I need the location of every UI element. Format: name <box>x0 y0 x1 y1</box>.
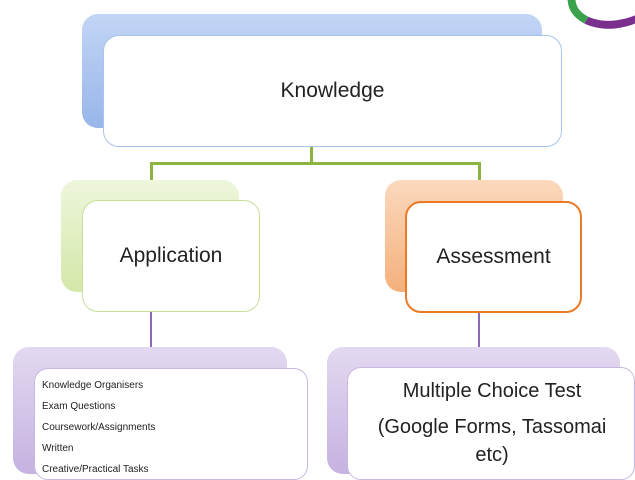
connector-stem <box>310 147 313 164</box>
assessment-leaf-line: Multiple Choice Test <box>402 380 582 402</box>
connector-horizontal <box>150 162 481 165</box>
application-task-list: Knowledge Organisers Exam Questions Cour… <box>42 375 155 480</box>
application-node: Application <box>82 200 260 312</box>
assessment-leaf-line: (Google Forms, Tassomai <box>377 416 607 438</box>
connector-assessment-leaf <box>478 313 480 348</box>
knowledge-label: Knowledge <box>280 79 385 102</box>
application-leaf <box>34 368 308 480</box>
assessment-leaf-text: Multiple Choice Test (Google Forms, Tass… <box>349 377 635 469</box>
knowledge-node: Knowledge <box>103 35 562 147</box>
connector-left-drop <box>150 162 153 181</box>
connector-application-leaf <box>150 312 152 348</box>
assessment-label: Assessment <box>436 245 551 268</box>
assessment-leaf <box>347 367 635 480</box>
list-item: Coursework/Assignments <box>42 422 156 433</box>
assessment-node: Assessment <box>405 201 582 313</box>
corner-decoration <box>561 0 635 38</box>
list-item: Knowledge Organisers <box>42 380 144 391</box>
list-item: Creative/Practical Tasks <box>42 464 149 475</box>
assessment-leaf-line: etc) <box>475 444 509 466</box>
list-item: Exam Questions <box>42 401 116 412</box>
connector-right-drop <box>478 162 481 181</box>
application-label: Application <box>119 244 223 267</box>
list-item: Written <box>42 443 74 454</box>
